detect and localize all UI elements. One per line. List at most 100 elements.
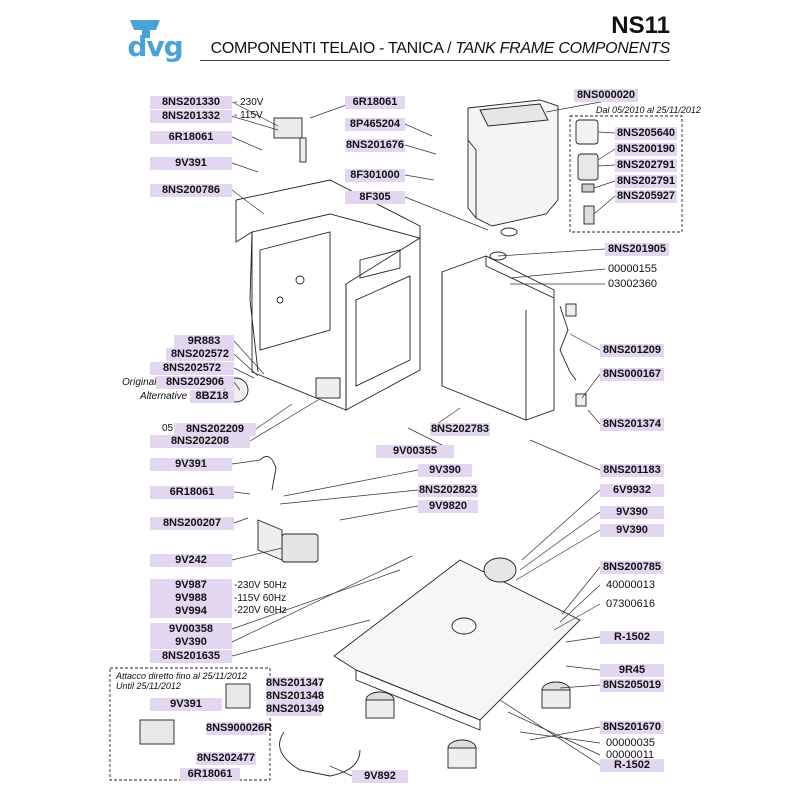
header-rule bbox=[200, 60, 670, 61]
filter-box bbox=[569, 115, 683, 233]
part-label[interactable]: 9R883 bbox=[174, 335, 234, 348]
flowmeter bbox=[483, 557, 517, 583]
part-label[interactable]: 8NS201349 bbox=[266, 703, 325, 716]
leader-lines bbox=[230, 100, 616, 777]
wire-harness bbox=[559, 305, 577, 381]
pump-voltage-note: -115V 60Hz bbox=[234, 593, 287, 604]
part-label[interactable]: 9V892 bbox=[352, 770, 408, 783]
part-label[interactable]: 8P465204 bbox=[345, 118, 405, 131]
part-label[interactable]: 6R18061 bbox=[345, 96, 405, 109]
part-label[interactable]: 8NS202791 bbox=[615, 159, 677, 172]
part-label[interactable]: 9V390 bbox=[150, 636, 232, 649]
pipe bbox=[259, 455, 277, 491]
part-label[interactable]: 9V9820 bbox=[418, 500, 478, 513]
part-label[interactable]: 00000011 bbox=[606, 749, 655, 761]
part-label[interactable]: 9V390 bbox=[418, 464, 472, 477]
pump-voltage-note: -220V 60Hz bbox=[234, 605, 287, 616]
part-label[interactable]: 8NS201330 bbox=[150, 96, 232, 109]
part-label[interactable]: 8NS202906 bbox=[156, 376, 234, 389]
alternative-note: Alternative bbox=[140, 391, 188, 402]
part-label[interactable]: 8NS201183 bbox=[600, 464, 664, 477]
voltage-note: - 230V bbox=[234, 97, 264, 108]
part-label[interactable]: 6V9932 bbox=[600, 484, 664, 497]
part-label[interactable]: 9V390 bbox=[600, 506, 664, 519]
pump-voltage-note: -230V 50Hz bbox=[234, 580, 287, 591]
part-label[interactable]: 8NS201635 bbox=[150, 650, 232, 663]
part-label[interactable]: 8NS202572 bbox=[150, 362, 234, 375]
part-label[interactable]: 8NS201209 bbox=[600, 344, 664, 357]
part-label[interactable]: 9V242 bbox=[150, 554, 232, 567]
part-label[interactable]: 9V00358 bbox=[150, 623, 232, 636]
part-label[interactable]: 9V994 bbox=[150, 605, 232, 618]
part-label[interactable]: 8NS205640 bbox=[615, 127, 677, 140]
part-label[interactable]: 8NS202477 bbox=[196, 752, 256, 765]
date-range-note: Dal 05/2010 al 25/11/2012 bbox=[596, 105, 701, 115]
title-english: TANK FRAME COMPONENTS bbox=[455, 40, 670, 57]
dvg-logo: dvg bbox=[120, 16, 190, 72]
part-label[interactable]: 9V391 bbox=[150, 698, 222, 711]
part-label[interactable]: 8NS202209 bbox=[174, 423, 256, 436]
part-label[interactable]: 6R18061 bbox=[150, 486, 234, 499]
water-tank bbox=[467, 99, 559, 237]
part-label[interactable]: 9V988 bbox=[150, 592, 232, 605]
base-plate bbox=[333, 559, 581, 731]
part-label[interactable]: 8F305 bbox=[345, 191, 405, 204]
prefix-note: 05 bbox=[162, 423, 174, 434]
model-title: NS11 bbox=[611, 12, 670, 39]
part-label[interactable]: 8NS202572 bbox=[166, 348, 234, 361]
part-label[interactable]: 8NS202208 bbox=[150, 435, 250, 448]
water-drop-icon bbox=[130, 20, 160, 38]
part-label[interactable]: 9R45 bbox=[600, 664, 664, 677]
part-label[interactable]: 00000035 bbox=[606, 737, 655, 749]
part-label[interactable]: 8NS201676 bbox=[345, 139, 405, 152]
solenoid-valve bbox=[273, 117, 303, 139]
part-label[interactable]: 8NS202823 bbox=[418, 484, 478, 497]
feet bbox=[365, 681, 571, 769]
part-label[interactable]: 8NS202783 bbox=[430, 423, 490, 436]
page-title: COMPONENTI TELAIO - TANICA / TANK FRAME … bbox=[210, 40, 671, 58]
part-label[interactable]: 8NS201905 bbox=[605, 243, 669, 256]
part-label[interactable]: 8NS201332 bbox=[150, 110, 232, 123]
part-label[interactable]: 9V00355 bbox=[376, 445, 454, 458]
brand-name: dvg bbox=[127, 30, 183, 63]
part-label[interactable]: 8NS200207 bbox=[150, 517, 234, 530]
original-note: Original bbox=[122, 377, 157, 388]
part-label[interactable]: 8NS000167 bbox=[600, 368, 664, 381]
part-label[interactable]: 8NS200190 bbox=[615, 143, 677, 156]
part-label[interactable]: 8NS205019 bbox=[600, 679, 664, 692]
part-label[interactable]: 8F301000 bbox=[345, 169, 405, 182]
part-label[interactable]: 07300616 bbox=[606, 598, 655, 610]
part-label[interactable]: 8NS205927 bbox=[615, 190, 677, 203]
part-label[interactable]: R-1502 bbox=[600, 759, 664, 772]
part-label[interactable]: 6R18061 bbox=[180, 768, 240, 781]
part-label[interactable]: 9V391 bbox=[150, 458, 232, 471]
part-label[interactable]: 8BZ18 bbox=[190, 390, 234, 403]
part-label[interactable]: 8NS201347 bbox=[266, 677, 325, 690]
part-label[interactable]: 8NS201374 bbox=[600, 418, 664, 431]
until-note: Until 25/11/2012 bbox=[116, 681, 181, 691]
filter-parts bbox=[575, 119, 599, 225]
main-frame bbox=[235, 179, 421, 411]
side-panel bbox=[441, 251, 555, 421]
pump bbox=[257, 519, 319, 563]
part-label[interactable]: 8NS200786 bbox=[150, 184, 232, 197]
part-label[interactable]: 40000013 bbox=[606, 579, 655, 591]
part-label[interactable]: 03002360 bbox=[608, 278, 657, 290]
part-label[interactable]: 8NS200785 bbox=[600, 561, 664, 574]
direct-attach-note: Attacco diretto fino al 25/11/2012 bbox=[116, 671, 247, 681]
voltage-note: - 115V bbox=[234, 110, 263, 121]
part-label[interactable]: 00000155 bbox=[608, 263, 657, 275]
part-label[interactable]: 9V390 bbox=[600, 524, 664, 537]
part-label[interactable]: 8NS900026R bbox=[206, 722, 273, 735]
part-label[interactable]: 9V987 bbox=[150, 579, 232, 592]
part-label[interactable]: 9V391 bbox=[150, 157, 232, 170]
part-label[interactable]: 6R18061 bbox=[150, 131, 232, 144]
part-label[interactable]: 8NS000020 bbox=[574, 89, 638, 102]
title-italian: COMPONENTI TELAIO - TANICA / bbox=[210, 40, 456, 57]
hose bbox=[279, 731, 361, 777]
part-label[interactable]: 8NS201348 bbox=[266, 690, 325, 703]
part-label[interactable]: R-1502 bbox=[600, 631, 664, 644]
part-label[interactable]: 8NS202791 bbox=[615, 175, 677, 188]
part-label[interactable]: 8NS201670 bbox=[600, 721, 664, 734]
